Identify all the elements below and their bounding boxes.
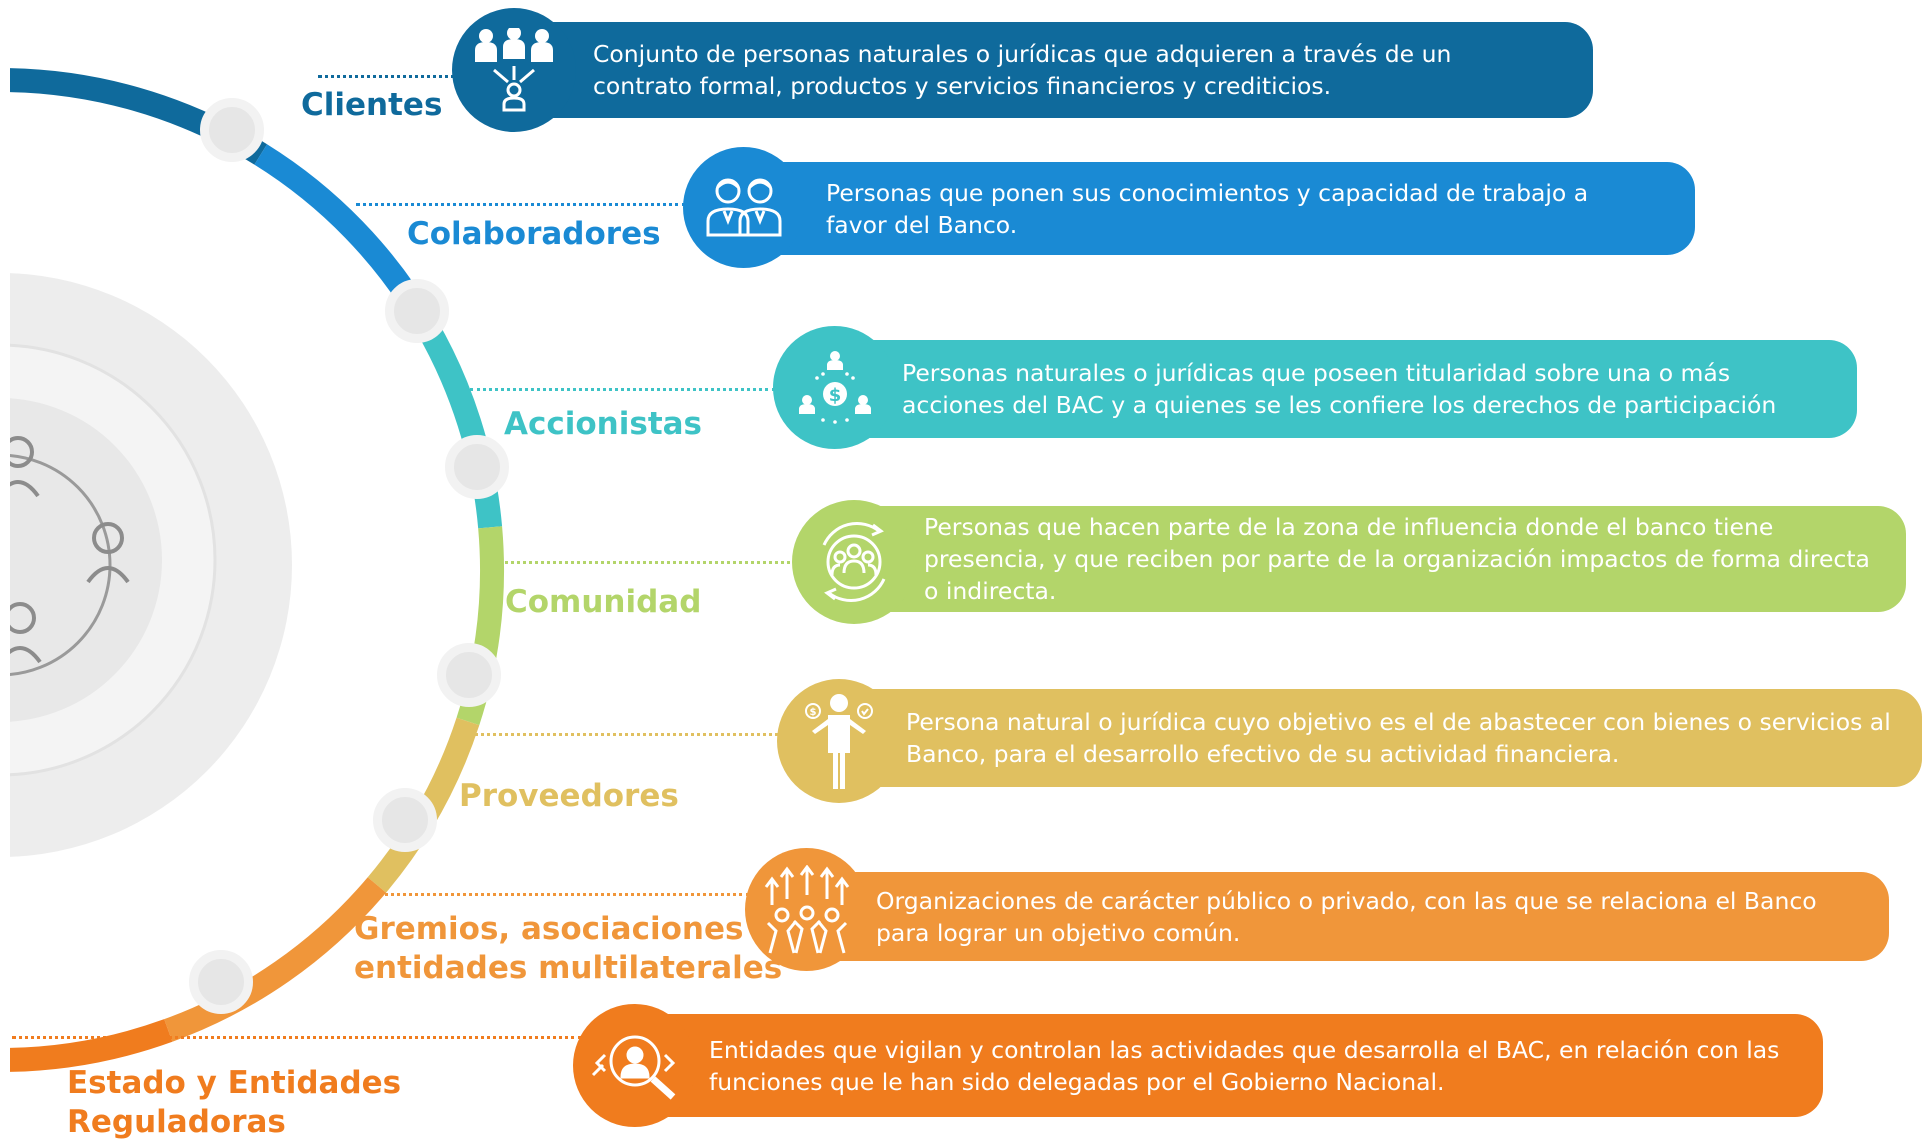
description-bar-comunidad: Personas que hacen parte de la zona de i… [850,506,1906,612]
description-text-gremios: Organizaciones de carácter público o pri… [876,886,1817,947]
stakeholder-label-proveedores: Proveedores [459,778,679,814]
description-bar-gremios: Organizaciones de carácter público o pri… [800,872,1889,961]
arc-segment-estado [10,1019,173,1072]
description-text-estado: Entidades que vigilan y controlan las ac… [709,1035,1780,1096]
arc-node-colaboradores [385,279,449,343]
arc-node-accionistas [445,435,509,499]
community-cycle-icon [792,500,916,624]
collaborators-icon [683,147,804,268]
connector-clientes [318,75,468,78]
stakeholder-label-gremios-line2: entidades multilaterales [354,950,783,986]
description-bar-colaboradores: Personas que ponen sus conocimientos y c… [740,162,1695,255]
stakeholder-label-colaboradores: Colaboradores [407,216,661,252]
connector-gremios [360,893,750,896]
connector-comunidad [492,561,790,564]
arc-node-proveedores [373,788,437,852]
clients-group-icon [452,8,576,132]
arc-node-gremios [189,950,253,1014]
connector-proveedores [464,733,784,736]
description-bar-estado: Entidades que vigilan y controlan las ac… [640,1014,1823,1117]
hub-inner-disc [10,398,162,722]
description-text-comunidad: Personas que hacen parte de la zona de i… [924,513,1870,605]
arc-segment-gremios [164,877,387,1042]
stakeholder-label-gremios-line1: Gremios, asociaciones y [354,911,775,947]
stakeholder-label-comunidad: Comunidad [505,584,702,620]
stakeholder-label-estado-line1: Estado y Entidades [67,1065,402,1101]
description-text-proveedores: Persona natural o jurídica cuyo objetivo… [906,708,1891,768]
description-bar-clientes: Conjunto de personas naturales o jurídic… [510,22,1593,118]
connector-accionistas [470,388,775,391]
stakeholder-label-accionistas: Accionistas [504,406,703,442]
guilds-growth-icon [745,848,868,971]
stakeholder-label-clientes: Clientes [301,87,443,123]
regulator-magnifier-icon [573,1004,696,1127]
hub-person-icon [10,436,130,664]
stakeholder-label-estado-line2: Reguladoras [67,1104,286,1140]
shareholders-dollar-icon: $ [773,326,896,449]
supplier-person-icon: $ [777,679,901,803]
svg-text:$: $ [810,707,817,718]
hub-people-ring [10,453,112,677]
description-bar-proveedores: Persona natural o jurídica cuyo objetivo… [838,689,1922,787]
description-bar-accionistas: Personas naturales o jurídicas que posee… [830,340,1857,438]
description-text-colaboradores: Personas que ponen sus conocimientos y c… [826,178,1589,239]
description-text-clientes: Conjunto de personas naturales o jurídic… [593,40,1452,100]
arc-node-clientes [200,98,264,162]
description-text-accionistas: Personas naturales o jurídicas que posee… [902,359,1777,419]
svg-text:$: $ [828,385,841,406]
connector-estado [12,1036,582,1039]
connector-colaboradores [356,203,686,206]
arc-segment-accionistas [415,318,503,529]
arc-node-comunidad [437,643,501,707]
